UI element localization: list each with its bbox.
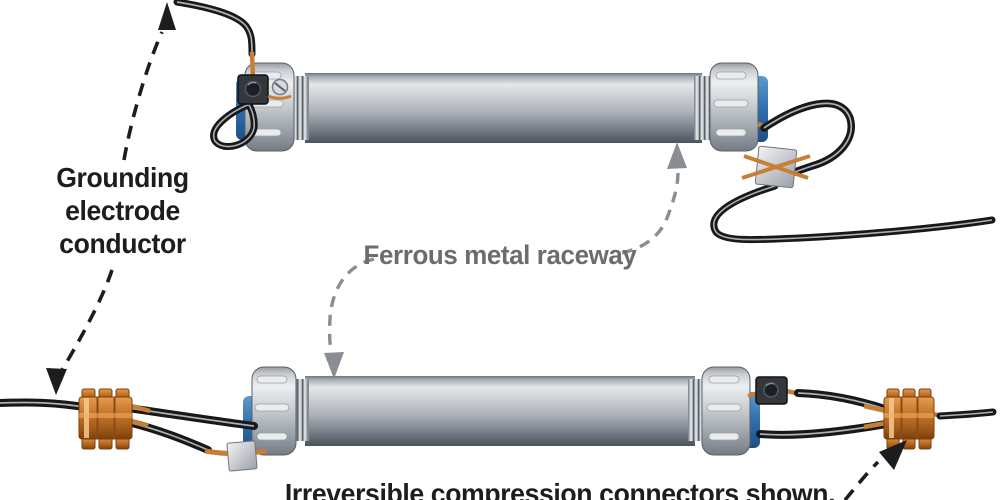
grounding-clamp-right xyxy=(755,376,788,405)
leader-arrow-gec-top xyxy=(122,2,176,161)
raceway-fitting-right xyxy=(709,62,768,152)
raceway-tube xyxy=(305,376,695,446)
leader-arrow-connector xyxy=(843,440,907,500)
arrowhead xyxy=(158,2,176,30)
raceway-fitting-right xyxy=(701,366,760,456)
label-grounding-electrode-conductor: Grounding electrode conductor xyxy=(30,161,215,260)
grounding-conductor-top-left xyxy=(173,0,258,150)
leader-arrows xyxy=(46,2,907,500)
leader-arrow-raceway-top xyxy=(621,142,687,255)
arrowhead xyxy=(46,368,67,395)
bare-copper-strand xyxy=(863,403,887,414)
arrowhead xyxy=(667,142,687,169)
compression-connector-left xyxy=(78,388,133,450)
grounding-conductor-bottom-left xyxy=(0,398,267,472)
leader-arrow-raceway-bottom xyxy=(324,257,375,379)
label-compression-connectors-note: Irreversible compression connectors show… xyxy=(284,478,836,500)
bottom-raceway xyxy=(0,366,997,472)
grounding-conductor-bottom-right xyxy=(747,376,997,439)
label-line: electrode xyxy=(65,195,180,226)
bare-copper-strand xyxy=(863,420,887,430)
leader-arrow-gec-bottom xyxy=(46,269,114,395)
label-line: conductor xyxy=(59,228,186,259)
clamp-screw xyxy=(244,80,262,98)
bare-copper-tip xyxy=(249,51,256,79)
grounding-clamp-left xyxy=(237,74,292,105)
arrowhead xyxy=(324,352,344,379)
raceway-tube xyxy=(305,73,702,143)
grounding-conductor-top-right xyxy=(710,99,996,244)
copper-splice-strand xyxy=(743,154,809,180)
raceway-fitting-left xyxy=(243,366,297,456)
label-line: Grounding xyxy=(56,162,189,193)
compression-connector-right xyxy=(883,388,935,450)
top-raceway xyxy=(173,0,996,244)
arrowhead xyxy=(879,440,907,470)
label-ferrous-metal-raceway: Ferrous metal raceway xyxy=(363,240,637,270)
bonding-block xyxy=(226,440,258,472)
